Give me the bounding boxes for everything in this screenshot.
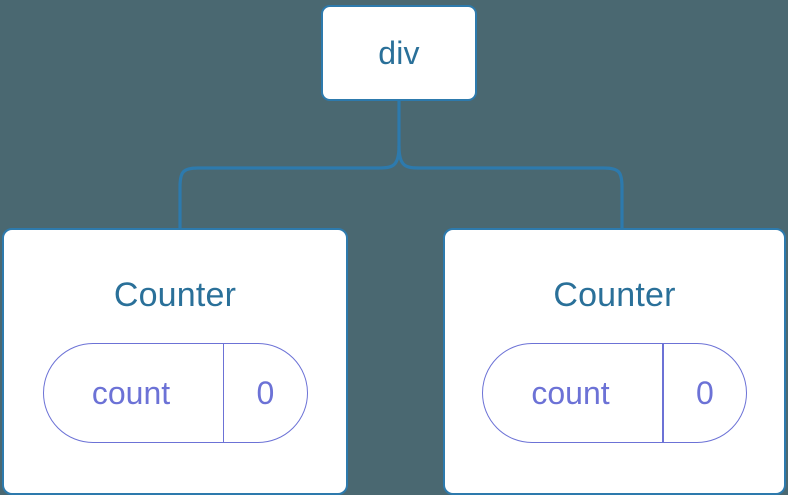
state-pill-divider <box>222 344 225 442</box>
node-div-label: div <box>378 35 420 71</box>
state-value-label: 0 <box>696 375 714 411</box>
node-counter-left-label: Counter <box>113 276 237 314</box>
state-pill-counter-right[interactable]: count 0 <box>482 343 747 443</box>
node-counter-right[interactable]: Counter count 0 <box>443 228 786 495</box>
edge-root-to-counter-left <box>178 145 401 230</box>
node-div[interactable]: div <box>321 5 477 101</box>
node-counter-right-label: Counter <box>553 276 676 314</box>
edge-root-to-counter-right <box>397 145 624 230</box>
state-value-label: 0 <box>256 375 275 411</box>
state-key-label: count <box>91 375 171 411</box>
node-counter-left[interactable]: Counter count 0 <box>2 228 348 495</box>
state-pill-counter-left[interactable]: count 0 <box>42 343 308 443</box>
state-key-label: count <box>531 375 610 411</box>
state-pill-divider <box>662 344 664 442</box>
